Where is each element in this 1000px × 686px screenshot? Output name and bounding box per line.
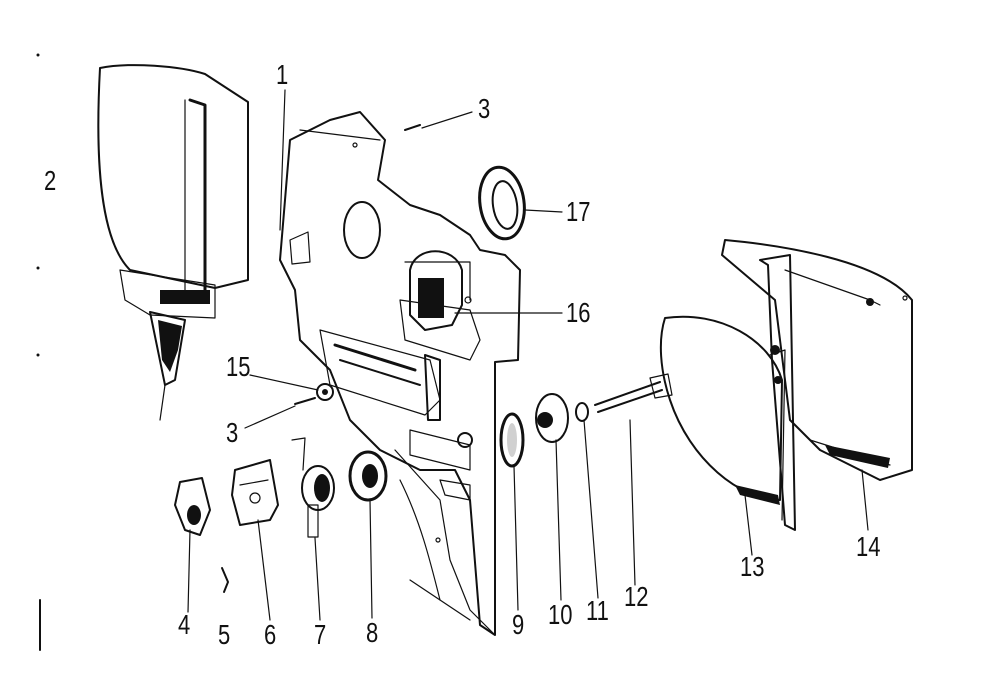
callout-3-top: 3 <box>478 92 491 124</box>
speck <box>36 353 40 357</box>
part-14-cover-plate <box>659 239 913 501</box>
callout-8: 8 <box>366 616 379 648</box>
callout-12: 12 <box>624 580 649 612</box>
speck <box>36 53 40 57</box>
part-5-spring-clip <box>221 567 229 593</box>
callout-2: 2 <box>44 164 57 196</box>
part-17-seal-ring <box>478 165 526 241</box>
part-11-washer <box>575 402 589 422</box>
part-6-cam-block <box>231 459 279 526</box>
part-13-bracket <box>735 254 796 531</box>
part-2-side-cover <box>97 64 249 421</box>
part-3-screws <box>294 124 421 405</box>
callout-15: 15 <box>226 350 251 382</box>
part-15-small-ring <box>316 383 334 401</box>
callout-1: 1 <box>276 58 289 90</box>
callout-17: 17 <box>566 195 591 227</box>
part-12-shaft <box>594 373 673 413</box>
part-4-end-cap <box>174 477 211 536</box>
callout-16: 16 <box>566 296 591 328</box>
part-8-gear-wheel <box>348 450 388 502</box>
callout-6: 6 <box>264 618 277 650</box>
callout-9: 9 <box>512 608 525 640</box>
speck <box>36 266 40 270</box>
leader-lines <box>187 89 869 621</box>
main-frame-plate <box>279 111 521 636</box>
part-10-bearing <box>535 393 569 443</box>
callout-3-left: 3 <box>226 416 239 448</box>
part-7-gear <box>291 437 335 538</box>
callout-5: 5 <box>218 618 231 650</box>
callout-4: 4 <box>178 608 191 640</box>
callout-13: 13 <box>740 550 765 582</box>
callout-10: 10 <box>548 598 573 630</box>
part-16-motor <box>404 250 472 331</box>
part-9-o-ring <box>499 412 525 468</box>
callout-7: 7 <box>314 618 327 650</box>
callout-11: 11 <box>586 594 609 626</box>
callout-14: 14 <box>856 530 881 562</box>
